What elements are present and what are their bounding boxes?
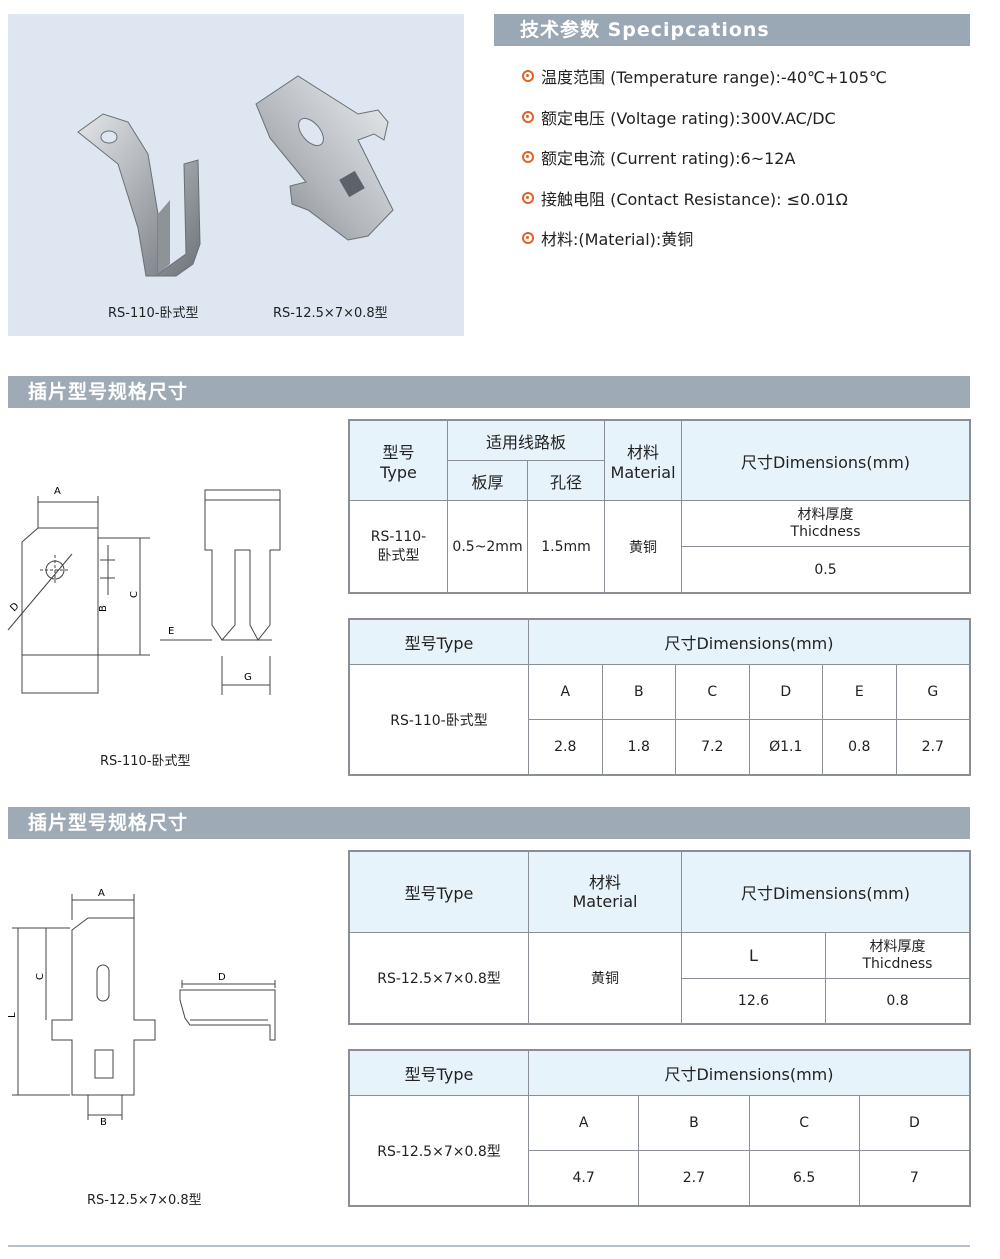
dim-value-d: 7 (858, 1150, 971, 1206)
spec-item: 接触电阻 (Contact Resistance): ≤0.01Ω (522, 186, 982, 227)
mat-thickness-cell: 0.5 (681, 546, 970, 593)
dim-label-c: C (35, 973, 46, 980)
specifications-header: 技术参数 Specipcations (494, 14, 970, 46)
spec-text: 接触电阻 (Contact Resistance): ≤0.01Ω (541, 189, 848, 209)
rs110-spec-table: 型号 Type 适用线路板 材料 Material 尺寸Dimensions(m… (348, 419, 971, 594)
specifications-title: 技术参数 Specipcations (520, 19, 770, 41)
rs125-dimension-drawing: A L C B D (7, 888, 276, 1128)
thickness-header: 板厚 (447, 460, 528, 501)
model-cell: RS-110- 卧式型 (349, 500, 448, 593)
bullet-icon (522, 110, 534, 123)
dim-label-g: G (244, 672, 252, 683)
hole-header: 孔径 (526, 460, 606, 501)
dim-label-a: A (98, 888, 105, 899)
product-photo (77, 75, 394, 277)
type-header: 型号Type (349, 850, 529, 934)
dim-value-e: 0.8 (822, 719, 897, 775)
thickness-cell: 0.5~2mm (447, 500, 528, 593)
board-header: 适用线路板 (446, 420, 606, 461)
dim-header-b: B (638, 1095, 750, 1151)
dim-header-e: E (822, 664, 897, 720)
specifications-list: 温度范围 (Temperature range):-40℃+105℃ 额定电压 … (522, 64, 982, 267)
section2-header: 插片型号规格尺寸 (8, 807, 970, 839)
model-cell: RS-110-卧式型 (349, 664, 529, 775)
spec-item: 材料:(Material):黄铜 (522, 226, 982, 267)
dim-value-c: 7.2 (675, 719, 750, 775)
product-photo-panel: RS-110-卧式型 RS-12.5×7×0.8型 (8, 14, 464, 336)
material-header: 材料 Material (528, 850, 682, 934)
rs110-terminal-image (77, 113, 201, 277)
dimensions-header: 尺寸Dimensions(mm) (528, 1050, 970, 1096)
dim-header-b: B (601, 664, 676, 720)
spec-text: 额定电压 (Voltage rating):300V.AC/DC (541, 108, 836, 128)
rs125-drawing-caption: RS-12.5×7×0.8型 (87, 1193, 202, 1208)
spec-text: 额定电流 (Current rating):6~12A (541, 149, 796, 168)
photo-caption-rs125: RS-12.5×7×0.8型 (273, 306, 388, 321)
bullet-icon (522, 151, 534, 163)
dim-header-g: G (895, 664, 970, 720)
dim-label-c: C (129, 591, 140, 598)
dimensions-header: 尺寸Dimensions(mm) (681, 420, 970, 501)
spec-item: 额定电压 (Voltage rating):300V.AC/DC (522, 105, 982, 146)
dim-value-c: 6.5 (748, 1150, 860, 1206)
mat-thickness-header: 材料厚度 Thicdness (681, 500, 970, 547)
rs110-dimensions-table: 型号Type 尺寸Dimensions(mm) RS-110-卧式型 A B C… (348, 618, 971, 776)
type-header: 型号Type (349, 619, 529, 665)
dim-label-b: B (100, 1117, 107, 1128)
dim-header-c: C (748, 1095, 860, 1151)
dim-value-g: 2.7 (895, 719, 970, 775)
dim-header-d: D (748, 664, 823, 720)
material-header: 材料 Material (604, 420, 683, 501)
dim-header-c: C (675, 664, 750, 720)
spec-item: 温度范围 (Temperature range):-40℃+105℃ (522, 64, 982, 105)
hole-cell: 1.5mm (526, 500, 606, 593)
rs110-dimension-drawing: A C B D E G (7, 486, 281, 695)
material-cell: 黄铜 (528, 932, 682, 1024)
section1-title: 插片型号规格尺寸 (28, 381, 189, 403)
dim-label-l: L (7, 1012, 18, 1018)
section1-header: 插片型号规格尺寸 (8, 376, 970, 408)
dim-value-d: Ø1.1 (748, 719, 823, 775)
dim-label-b: B (98, 605, 109, 612)
bullet-icon (522, 70, 534, 82)
dim-label-a: A (54, 486, 61, 497)
dim-header-a: A (527, 1095, 640, 1151)
type-header: 型号 Type (349, 420, 448, 501)
dim-value-a: 2.8 (528, 719, 603, 775)
mat-thickness-cell: 0.8 (825, 977, 970, 1025)
dimensions-header: 尺寸Dimensions(mm) (681, 850, 970, 934)
spec-text: 材料:(Material):黄铜 (541, 230, 694, 249)
spec-text: 温度范围 (Temperature range):-40℃+105℃ (541, 68, 887, 87)
dim-header-d: D (858, 1095, 971, 1151)
section2-title: 插片型号规格尺寸 (28, 812, 189, 834)
bullet-icon (522, 232, 534, 244)
photo-caption-rs110: RS-110-卧式型 (108, 306, 199, 321)
bottom-divider (8, 1245, 970, 1247)
rs125-terminal-image (255, 75, 394, 241)
dim-value-b: 2.7 (638, 1150, 750, 1206)
dim-label-d: D (218, 972, 226, 983)
dim-value-b: 1.8 (601, 719, 676, 775)
mat-thickness-header: 材料厚度 Thicdness (825, 932, 970, 979)
model-cell: RS-12.5×7×0.8型 (349, 932, 529, 1024)
l-value-cell: 12.6 (681, 977, 826, 1025)
rs110-drawing-caption: RS-110-卧式型 (100, 754, 191, 769)
type-header: 型号Type (349, 1050, 529, 1096)
rs125-dimensions-table: 型号Type 尺寸Dimensions(mm) RS-12.5×7×0.8型 A… (348, 1049, 971, 1207)
l-header: L (681, 932, 826, 979)
dim-header-a: A (528, 664, 603, 720)
model-cell: RS-12.5×7×0.8型 (349, 1095, 529, 1206)
dim-value-a: 4.7 (527, 1150, 640, 1206)
rs125-spec-table: 型号Type 材料 Material 尺寸Dimensions(mm) RS-1… (348, 850, 971, 1025)
dim-label-d: D (8, 601, 21, 614)
dimensions-header: 尺寸Dimensions(mm) (528, 619, 970, 665)
bullet-icon (522, 191, 534, 204)
dim-label-e: E (168, 626, 174, 637)
spec-item: 额定电流 (Current rating):6~12A (522, 145, 982, 186)
material-cell: 黄铜 (604, 500, 683, 593)
